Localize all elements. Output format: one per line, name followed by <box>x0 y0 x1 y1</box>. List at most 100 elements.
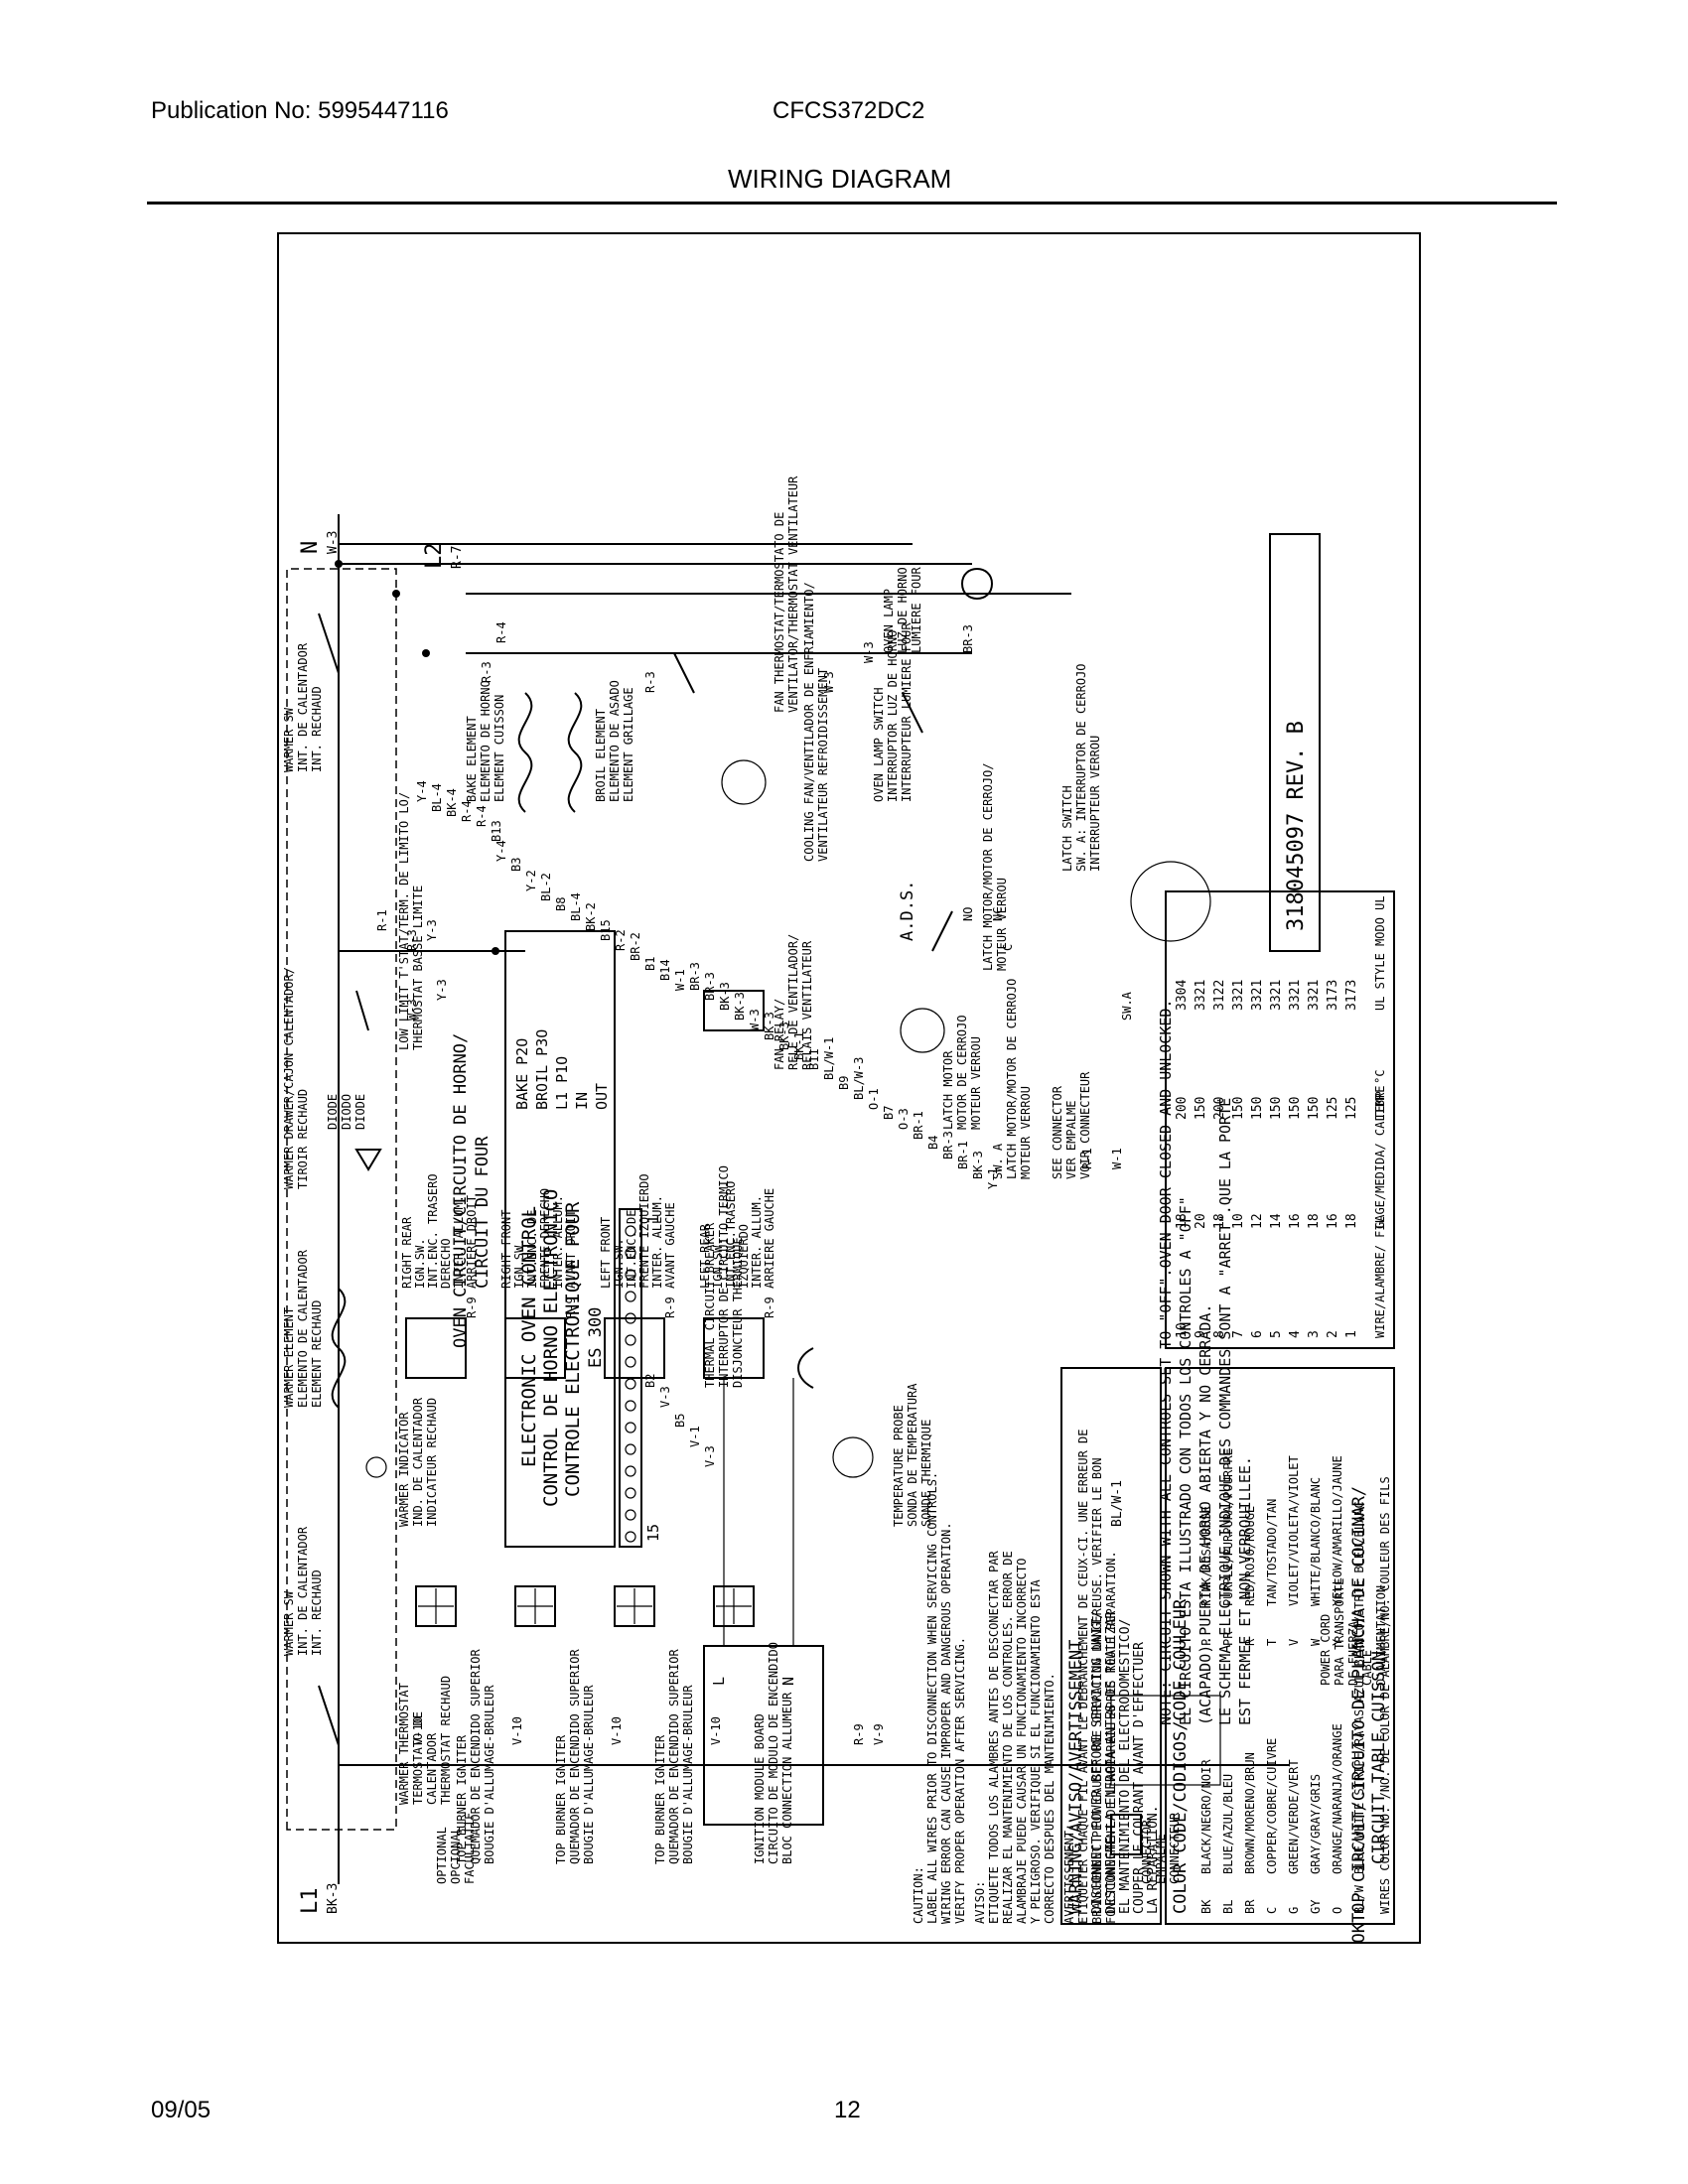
low-limit-tstat <box>355 990 369 1031</box>
wire-label: BK-4 <box>445 788 459 817</box>
igniter-symbol <box>418 1588 454 1624</box>
caution-line: VERIFY PROPER OPERATION AFTER SERVICING. <box>953 1637 967 1924</box>
svg-text:OVEN CIRCUIT/CIRCUITO DE HORNO: OVEN CIRCUIT/CIRCUITO DE HORNO/ <box>451 1033 471 1348</box>
igniter-symbol <box>514 1585 556 1627</box>
svg-text:FAN RELAY/: FAN RELAY/ <box>773 999 786 1070</box>
color-code-abbr: T <box>1265 1639 1279 1646</box>
wire-label: B13 <box>490 820 503 842</box>
svg-text:IN: IN <box>573 1092 591 1110</box>
diagram-frame <box>277 232 1421 1944</box>
cooktop-title: COOKTOP CIRCUIT/CIRCUITO DE PLANCHA DE C… <box>1349 1486 1389 1944</box>
color-code-name: BLUE/AZUL/BLEU <box>1221 1774 1235 1874</box>
caution-line: LABEL ALL WIRES PRIOR TO DISCONNECTION W… <box>925 1472 939 1924</box>
wire-label: BL-2 <box>539 873 553 901</box>
color-code-abbr: P <box>1199 1639 1213 1646</box>
connector-pin <box>625 1334 636 1346</box>
broil-element-coil <box>567 692 583 813</box>
diode-symbol <box>354 1149 382 1171</box>
connector-pin-1: 1 <box>644 1215 662 1224</box>
wire-label: BR-3 <box>941 1131 955 1160</box>
svg-text:THERMOSTAT RECHAUD: THERMOSTAT RECHAUD <box>439 1676 453 1805</box>
fan-relay-label: FAN RELAY/ RELE DE VENTILADOR/ RELAIS VE… <box>773 934 814 1070</box>
svg-text:FACULTATIF: FACULTATIF <box>463 1813 477 1884</box>
warmer-element-coil <box>331 1288 347 1409</box>
connector-pin <box>625 1487 636 1499</box>
wire-table-cell: 125 <box>1344 1097 1359 1120</box>
color-code-name: COPPER/COBRE/CUIVRE <box>1265 1738 1279 1874</box>
wire-label: B9 <box>837 1076 851 1090</box>
caution-line: WIRING ERROR CAN CAUSE IMPROPER AND DANG… <box>939 1522 953 1924</box>
ads-switch <box>931 910 953 952</box>
ign-switch-box <box>703 1317 765 1379</box>
warning-line: EL MANTENIMIENTO DEL ELECTRODOMESTICO/ <box>1118 1619 1133 1914</box>
wire-label: BR-1 <box>912 1111 925 1140</box>
svg-text:DISJONCTEUR THERMIQUE: DISJONCTEUR THERMIQUE <box>731 1237 745 1388</box>
ign-switch-label: IZQUIERDO <box>737 1224 751 1289</box>
color-code-abbr: BR <box>1243 1899 1257 1914</box>
ign-switch-label: INT.ENC.TRASERO <box>724 1181 738 1289</box>
ign-switch-box <box>604 1317 665 1379</box>
color-code-name: GREEN/VERDE/VERT <box>1287 1759 1301 1874</box>
svg-text:TERMOSTATO DE: TERMOSTATO DE <box>411 1711 425 1805</box>
wire-label: BK-1 <box>792 1031 806 1060</box>
low-limit-label: LOW LIMIT T'STAT/TERM. DE LIMITO LO/ THE… <box>397 792 425 1050</box>
wire-table-cell: 3321 <box>1307 980 1322 1011</box>
svg-text:D'ALIMENTATION: D'ALIMENTATION <box>1374 1585 1388 1686</box>
wire-label: R-1 <box>1080 1148 1094 1169</box>
svg-text:INT. RECHAUD: INT. RECHAUD <box>310 1570 324 1656</box>
wire-table-header: WIRE/ALAMBRE/ FIL <box>1373 1216 1387 1338</box>
caution-line: CORRECTO DESPUES DEL MANTENIMIENTO. <box>1043 1673 1056 1924</box>
svg-text:THERMAL CIRCUIT BREAKER: THERMAL CIRCUIT BREAKER <box>703 1222 717 1388</box>
svg-text:ELEMENT RECHAUD: ELEMENT RECHAUD <box>310 1300 324 1408</box>
svg-text:RELE DE VENTILADOR/: RELE DE VENTILADOR/ <box>786 934 800 1070</box>
junction <box>422 649 430 657</box>
svg-text:ELEMENT GRILLAGE: ELEMENT GRILLAGE <box>622 687 635 802</box>
igniter-wire: V-10 <box>510 1716 524 1745</box>
wire-label: B7 <box>882 1106 896 1120</box>
color-code-abbr: W <box>1309 1638 1323 1646</box>
igniter-label: TOP BURNER IGNITER <box>455 1734 469 1864</box>
latch-switch-label: LATCH SWITCH SW. A: INTERRUPTOR DE CERRO… <box>1060 663 1102 872</box>
svg-text:DE FUERZA: DE FUERZA <box>1346 1620 1360 1686</box>
svg-text:THERMOSTAT BASSE LIMITE: THERMOSTAT BASSE LIMITE <box>411 886 425 1050</box>
wire-label: V-1 <box>688 1426 702 1447</box>
wire-table-cell: 3304 <box>1175 980 1190 1011</box>
svg-text:ELEMENTO DE ASADO: ELEMENTO DE ASADO <box>608 680 622 802</box>
wire-label: BK-2 <box>584 902 598 931</box>
doc-number: 318045097 REV. B <box>1284 721 1309 931</box>
wire-example: BL/W-1 <box>1110 1480 1125 1527</box>
wire-table-cell: 200 <box>1175 1097 1190 1120</box>
svg-text:VER EMPALME: VER EMPALME <box>1064 1101 1078 1179</box>
svg-text:MOTEUR VERROU: MOTEUR VERROU <box>995 878 1009 971</box>
ign-switch-label: AVANT DROIT <box>564 1210 578 1289</box>
latch-motor-label: LATCH MOTOR MOTOR DE CERROJO MOTEUR VERR… <box>941 1015 983 1130</box>
svg-text:CIRCUIT TABLE CUISSON: CIRCUIT TABLE CUISSON <box>1369 1651 1389 1864</box>
warning-line: DISCONNECT POWER BEFORE SERVICING UNIT/ <box>1090 1611 1105 1914</box>
wire-table-cell: 12 <box>1250 1213 1265 1229</box>
wire-label: R-4 <box>460 800 474 822</box>
igniter-label: BLOC CONNECTION ALLUMEUR <box>780 1692 794 1864</box>
wire-table-cell: 18 <box>1175 1213 1190 1229</box>
wire-label: BK-3 <box>971 1151 985 1179</box>
wire-table <box>1165 890 1395 1349</box>
wire-table-header: GAGE/MEDIDA/ CALIBRE <box>1373 1086 1387 1230</box>
connector-pin-15: 15 <box>644 1524 662 1542</box>
broil-element-label: BROIL ELEMENT ELEMENTO DE ASADO ELEMENT … <box>594 680 635 802</box>
caution-line: AVERTISSEMENT: <box>1062 1824 1076 1924</box>
n-label: N <box>298 541 323 554</box>
warmer-indicator-label: WARMER INDICATOR IND. DE CALENTADOR INDI… <box>397 1397 439 1527</box>
igniter-label: QUEMADOR DE ENCENDIDO SUPERIOR <box>568 1648 582 1864</box>
wire-label: W-3 <box>405 999 419 1021</box>
warning-line: DESCONECTE LA ENERGIA ANTES DE REALIZAR <box>1104 1611 1119 1914</box>
switch-wire: R-9 <box>564 1297 578 1318</box>
color-code-name: RED/ROJO/ROUGE <box>1243 1506 1257 1606</box>
color-code-name: ORANGE/NARANJA/ORANGE <box>1331 1723 1344 1874</box>
connector-pin <box>625 1509 636 1521</box>
oven-control-box <box>504 930 616 1548</box>
wire-label: BR-3 <box>961 624 975 653</box>
l2-wire-label: R-7 <box>450 546 465 569</box>
wire-label: Y-1 <box>986 1167 1000 1189</box>
ign-switch-label: ARRIERE DROIT <box>465 1195 479 1289</box>
temperature-probe <box>832 1436 874 1478</box>
wire-label: BK-3 <box>733 992 747 1021</box>
